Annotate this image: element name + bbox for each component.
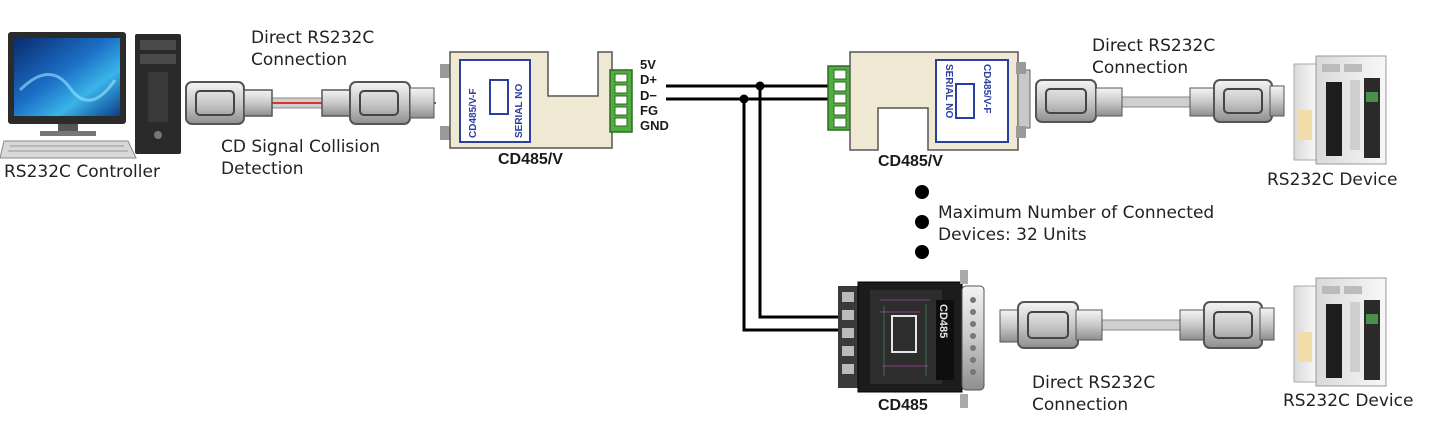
pc-icon — [0, 32, 181, 159]
device-1-label: RS232C Device — [1267, 170, 1398, 190]
rs232c-cable-1 — [185, 81, 436, 125]
terminal-5v-label: 5V — [640, 57, 656, 72]
capacity-note-line-2: Devices: 32 Units — [938, 225, 1087, 245]
device-2-label: RS232C Device — [1283, 391, 1414, 411]
converter-1-label: CD485/V — [498, 151, 563, 168]
link-2-line-2: Connection — [1092, 58, 1189, 78]
cd485v-converter-2: CD485/V-F SERIAL NO — [827, 51, 1031, 151]
capacity-note-line-1: Maximum Number of Connected — [938, 203, 1215, 223]
converter-3-label: CD485 — [878, 397, 928, 414]
rs485-bus — [666, 84, 840, 332]
link-3-line-1: Direct RS232C — [1032, 373, 1156, 393]
rs232c-cable-3 — [999, 301, 1275, 349]
bus-junction-dplus — [755, 81, 765, 91]
module-b-model-text: CD485/V-F — [981, 64, 992, 113]
link-3-line-2: Connection — [1032, 395, 1129, 415]
module-b-serial-text: SERIAL NO — [943, 64, 954, 118]
cd-detection-line-2: Detection — [221, 159, 304, 179]
capacity-note: Maximum Number of Connected Devices: 32 … — [938, 202, 1214, 246]
cd485-converter-3: CD485 — [838, 270, 985, 408]
plc-icon-1 — [1293, 55, 1387, 165]
ellipsis-dot-3 — [915, 245, 929, 259]
converter-2-label: CD485/V — [878, 153, 943, 170]
terminal-dminus-label: D− — [640, 88, 657, 103]
terminal-gnd-label: GND — [640, 118, 669, 133]
link-1-line-1: Direct RS232C — [251, 28, 375, 48]
terminal-fg-label: FG — [640, 103, 659, 118]
module-a-model-text: CD485/V-F — [468, 89, 479, 138]
bus-junction-dminus — [739, 94, 749, 104]
link-1-line-2: Connection — [251, 50, 348, 70]
cd-detection-label: CD Signal Collision Detection — [221, 136, 380, 180]
terminal-dplus-label: D+ — [640, 72, 657, 87]
rs232c-cable-2 — [1035, 79, 1285, 123]
module-a-serial-text: SERIAL NO — [514, 84, 525, 138]
cd-detection-line-1: CD Signal Collision — [221, 137, 381, 157]
link-2-line-1: Direct RS232C — [1092, 36, 1216, 56]
link-1-label: Direct RS232C Connection — [251, 27, 374, 71]
link-3-label: Direct RS232C Connection — [1032, 372, 1155, 416]
ellipsis-dot-2 — [915, 215, 929, 229]
plc-icon-2 — [1293, 277, 1387, 387]
ellipsis-dot-1 — [915, 185, 929, 199]
module-c-model-text: CD485 — [937, 304, 949, 338]
cd485v-converter-1: CD485/V-F SERIAL NO — [440, 51, 633, 149]
link-2-label: Direct RS232C Connection — [1092, 35, 1215, 79]
controller-label: RS232C Controller — [4, 162, 160, 182]
